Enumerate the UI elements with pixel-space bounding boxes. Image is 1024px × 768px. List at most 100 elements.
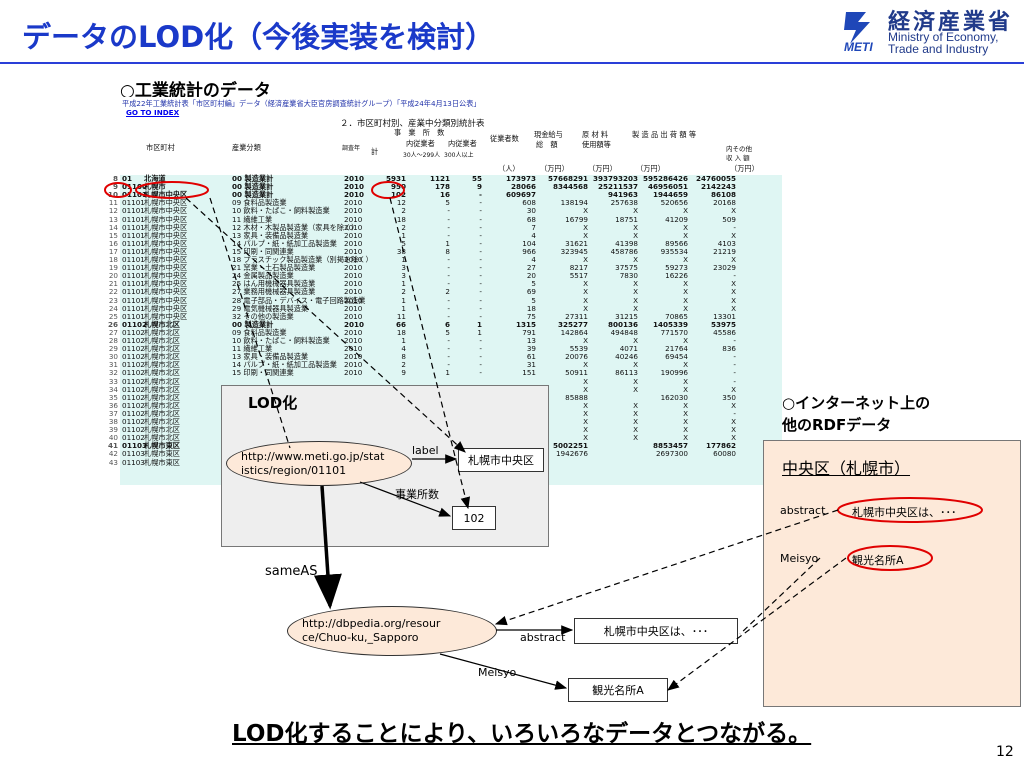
cell-c7: X bbox=[683, 384, 688, 394]
cell-name: 札幌市北区 bbox=[144, 384, 180, 394]
conclusion-statement: LOD化することにより、いろいろなデータとつながる。 bbox=[232, 721, 812, 747]
section-stats-label: ○工業統計のデータ bbox=[120, 81, 271, 101]
cell-n: 43 bbox=[108, 457, 118, 467]
cell-c3: - bbox=[479, 222, 482, 232]
cell-c6: X bbox=[633, 303, 638, 313]
cell-name: 札幌市北区 bbox=[144, 408, 180, 418]
cell-c5: X bbox=[583, 360, 588, 370]
cell-name: 札幌市中央区 bbox=[144, 214, 188, 224]
cell-c3: - bbox=[479, 206, 482, 216]
rdf-heading: 中央区（札幌市） bbox=[782, 459, 911, 478]
cell-c3: - bbox=[479, 287, 482, 297]
abstract-edge: abstract bbox=[520, 631, 566, 644]
cell-c6: X bbox=[633, 287, 638, 297]
cell-c3: - bbox=[479, 190, 482, 200]
cell-c8: 45586 bbox=[713, 327, 736, 337]
cell-c3: - bbox=[479, 344, 482, 354]
cell-c2: 8 bbox=[445, 246, 450, 256]
cell-code: 01102 bbox=[122, 319, 148, 329]
cell-name: 札幌市中央区 bbox=[144, 206, 188, 216]
hdr-municipality: 市区町村 bbox=[146, 143, 175, 152]
cell-n: 27 bbox=[108, 327, 118, 337]
cell-code: 01101 bbox=[122, 311, 145, 321]
cell-code: 01102 bbox=[122, 327, 145, 337]
cell-c2: 2 bbox=[445, 287, 450, 297]
cell-c2: - bbox=[447, 271, 450, 281]
cell-c5: X bbox=[583, 384, 588, 394]
cell-c5: 325277 bbox=[557, 319, 588, 329]
sheet-table-title: ２．市区町村別、産業中分類別統計表 bbox=[340, 119, 485, 129]
cell-c8: 20168 bbox=[713, 198, 736, 208]
cell-name: 札幌市北区 bbox=[144, 368, 180, 378]
cell-n: 14 bbox=[108, 222, 118, 232]
cell-n: 41 bbox=[107, 441, 118, 451]
hdr-shipments: 製 造 品 出 荷 額 等 bbox=[632, 130, 697, 139]
cell-c7: 520656 bbox=[660, 198, 688, 208]
cell-name: 札幌市北区 bbox=[144, 352, 180, 362]
cell-c6: 800136 bbox=[607, 319, 638, 329]
cell-name: 札幌市中央区 bbox=[144, 198, 188, 208]
cell-n: 8 bbox=[112, 174, 118, 183]
cell-c8: 53975 bbox=[710, 319, 736, 329]
unit-yen-materials: （万円） bbox=[588, 164, 617, 173]
cell-c5: X bbox=[583, 279, 588, 289]
cell-c8: - bbox=[733, 222, 736, 232]
cell-c6: 86113 bbox=[615, 368, 638, 378]
cell-c8: X bbox=[731, 295, 736, 305]
cell-code: 01101 bbox=[122, 198, 145, 208]
rdf-meisyo-value: 観光名所A bbox=[852, 554, 904, 567]
cell-name: 札幌市北区 bbox=[144, 319, 180, 329]
cell-c2: 5 bbox=[445, 327, 450, 337]
cell-ind: 00 製造業計 bbox=[232, 190, 274, 200]
cell-code: 01102 bbox=[122, 368, 145, 378]
cell-c8: - bbox=[733, 408, 736, 418]
cell-name: 札幌市中央区 bbox=[144, 279, 188, 289]
cell-c3: - bbox=[479, 238, 482, 248]
cell-c3: - bbox=[479, 360, 482, 370]
cell-c7: X bbox=[683, 336, 688, 345]
cell-c8: 23029 bbox=[713, 263, 736, 273]
hdr-wages: 現金給与 bbox=[534, 130, 563, 139]
cell-c2: - bbox=[447, 255, 450, 264]
hdr-other: 内その他 bbox=[726, 145, 752, 153]
cell-c7: 595286426 bbox=[642, 174, 688, 183]
cell-code: 01101 bbox=[122, 263, 145, 273]
estab-value-box: 102 bbox=[452, 506, 496, 530]
cell-c7: 70865 bbox=[665, 311, 688, 321]
cell-c5: 138194 bbox=[560, 198, 588, 208]
cell-name: 札幌市中央区 bbox=[144, 295, 188, 305]
cell-c5: 31621 bbox=[565, 238, 588, 248]
cell-c5: X bbox=[583, 295, 588, 305]
cell-c7: X bbox=[683, 400, 688, 410]
goto-index-link[interactable]: GO TO INDEX bbox=[126, 108, 180, 117]
hdr-year: 調査年 bbox=[342, 145, 361, 152]
cell-n: 42 bbox=[108, 449, 118, 459]
cell-code: 01102 bbox=[122, 336, 145, 345]
cell-name: 札幌市東区 bbox=[144, 449, 180, 459]
cell-c4: 4 bbox=[531, 255, 536, 264]
cell-c6: 37575 bbox=[615, 263, 638, 273]
cell-c7: 1405339 bbox=[652, 319, 688, 329]
cell-c3: - bbox=[479, 279, 482, 289]
cell-c6: X bbox=[633, 222, 638, 232]
cell-code: 01103 bbox=[122, 449, 145, 459]
page-number: 12 bbox=[996, 744, 1014, 760]
cell-c6: 7830 bbox=[619, 271, 638, 281]
cell-c5: 8217 bbox=[569, 263, 588, 273]
cell-c8: 350 bbox=[722, 392, 736, 402]
cell-c8: 2142243 bbox=[700, 182, 736, 192]
cell-c4: 18 bbox=[526, 303, 536, 313]
cell-c2: - bbox=[447, 336, 450, 345]
cell-c6: X bbox=[633, 206, 638, 216]
cell-name: 札幌市中央区 bbox=[144, 222, 188, 232]
cell-c6: X bbox=[633, 433, 638, 443]
estab-edge: 事業所数 bbox=[395, 488, 439, 501]
cell-c8: - bbox=[733, 336, 736, 345]
cell-name: 札幌市中央区 bbox=[144, 230, 188, 240]
cell-c7: 69454 bbox=[665, 352, 688, 362]
cell-n: 34 bbox=[108, 384, 118, 394]
